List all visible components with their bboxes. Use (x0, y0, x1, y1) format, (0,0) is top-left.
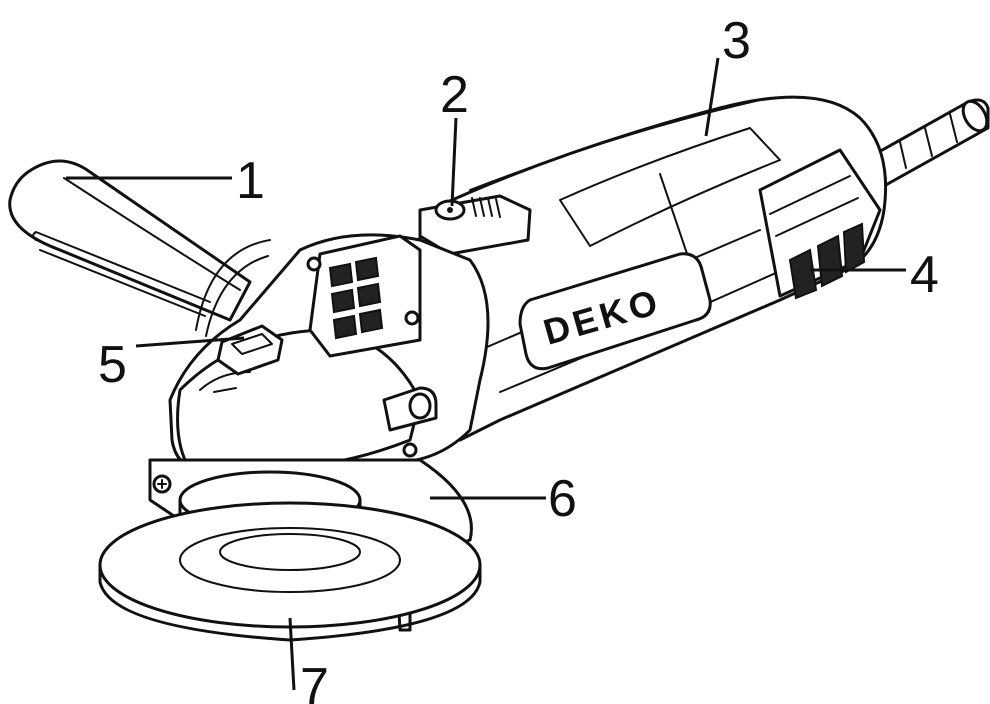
disc-rear (195, 239, 271, 337)
leader-5 (135, 336, 245, 348)
leader-lines (66, 57, 906, 691)
callout-5: 5 (98, 336, 127, 394)
leader-2 (450, 117, 458, 207)
callout-7: 7 (300, 658, 329, 704)
callout-2: 2 (440, 66, 469, 124)
callout-6: 6 (548, 470, 577, 528)
leader-3 (704, 57, 720, 137)
gear-head (168, 233, 490, 472)
callout-3: 3 (722, 12, 751, 70)
callout-1: 1 (236, 152, 265, 210)
callout-4: 4 (910, 246, 939, 304)
side-handle (8, 159, 252, 322)
leader-7 (288, 617, 296, 691)
callout-labels: 1 2 3 4 5 6 7 (98, 12, 939, 704)
power-cord (866, 98, 990, 188)
switch-slider (418, 194, 532, 256)
